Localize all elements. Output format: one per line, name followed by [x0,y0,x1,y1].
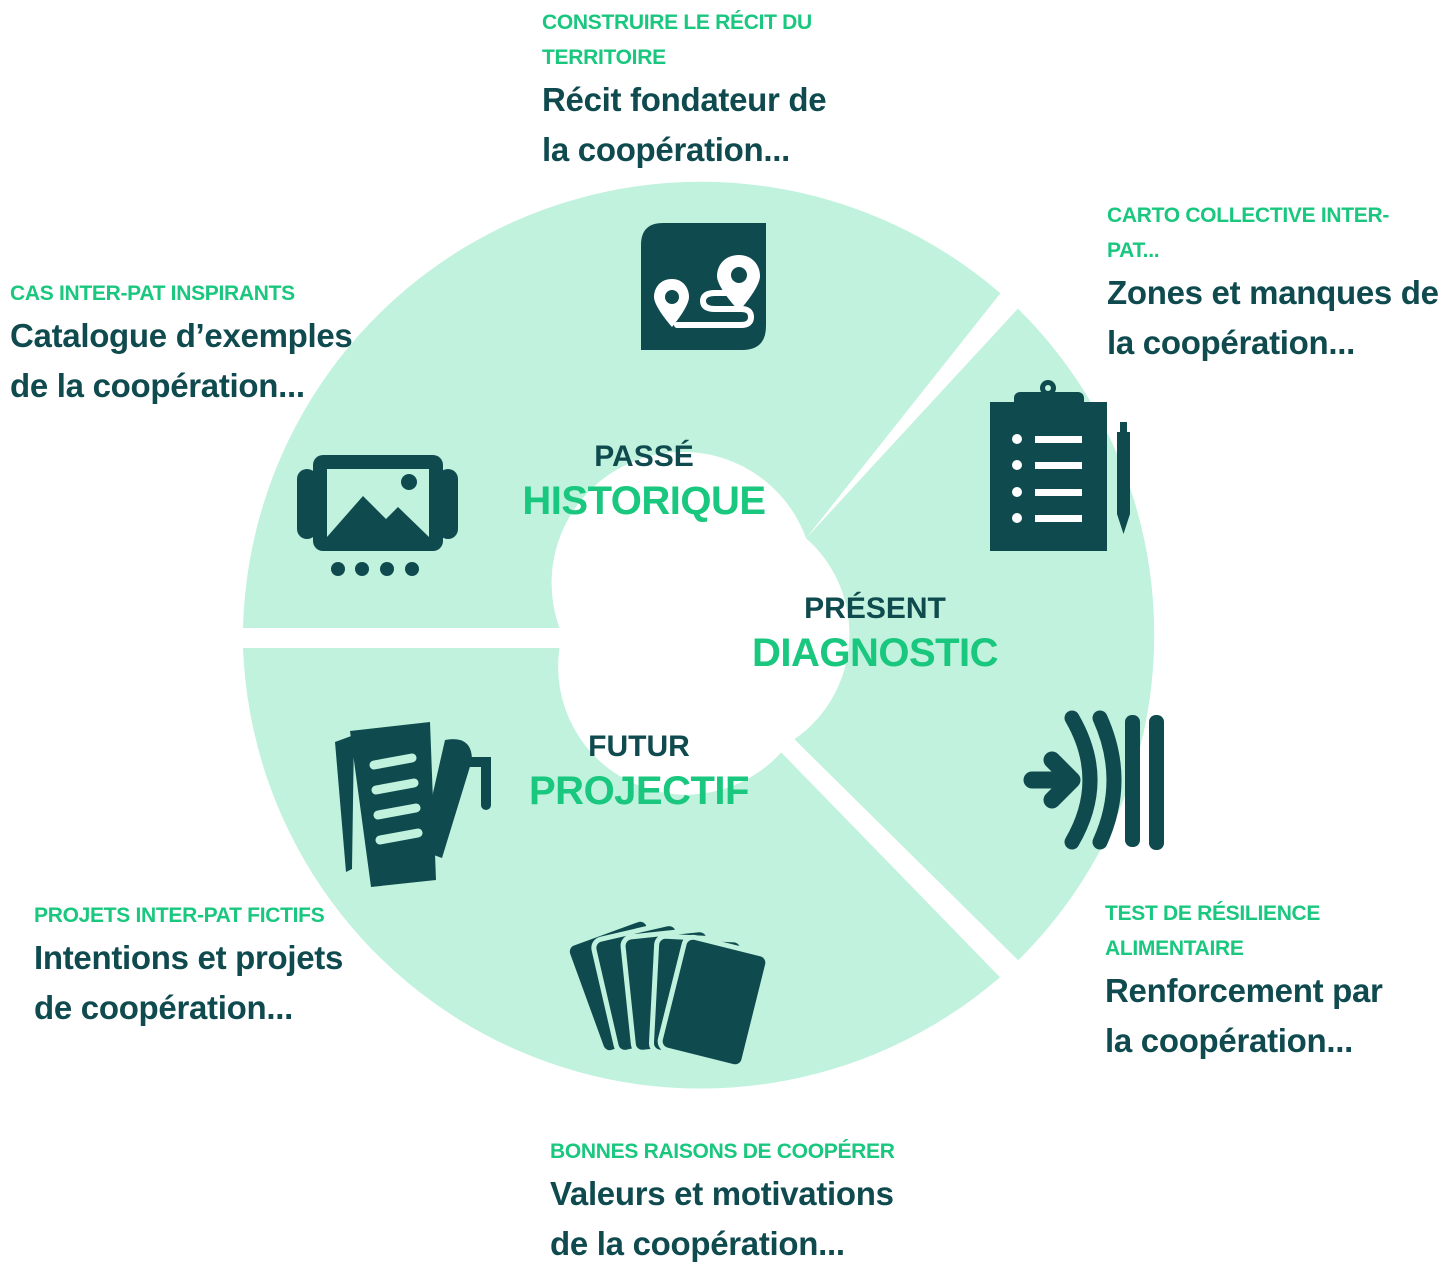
tool-projets-desc: Intentions et projets de coopération... [34,939,344,1026]
tool-test-desc: Renforcement par la coopération... [1105,972,1383,1059]
tool-raisons-desc: Valeurs et motivations de la coopération… [550,1175,894,1262]
tool-raisons[interactable]: BONNES RAISONS DE COOPÉRER Valeurs et mo… [550,1134,900,1269]
segment-future [243,648,1000,1089]
phase-present: PRÉSENT DIAGNOSTIC [725,590,1025,678]
tool-projets-kicker: PROJETS INTER-PAT FICTIFS [34,904,325,927]
phase-present-name: DIAGNOSTIC [751,631,999,675]
phase-future-name: PROJECTIF [529,769,749,813]
phase-past-time: PASSÉ [594,440,694,473]
tool-projets[interactable]: PROJETS INTER-PAT FICTIFS Intentions et … [34,898,349,1033]
phase-future: FUTUR PROJECTIF [489,728,789,816]
phase-present-time: PRÉSENT [804,592,946,625]
image-gallery-icon [297,455,458,576]
phase-past: PASSÉ HISTORIQUE [494,438,794,526]
tool-cas[interactable]: CAS INTER-PAT INSPIRANTS Catalogue d’exe… [10,276,355,411]
cards-fan-icon [564,916,771,1070]
tool-cas-desc: Catalogue d’exemples de la coopération..… [10,317,353,404]
documents-pen-icon [335,722,491,887]
tool-recit-kicker: CONSTRUIRE LE RÉCIT DU TERRITOIRE [542,11,812,69]
tool-carto-kicker: CARTO COLLECTIVE INTER-PAT... [1107,204,1390,262]
phase-future-time: FUTUR [588,730,690,763]
tool-carto-desc: Zones et manques de la coopération... [1107,274,1439,361]
clipboard-checklist-icon [990,380,1130,551]
tool-carto[interactable]: CARTO COLLECTIVE INTER-PAT... Zones et m… [1107,198,1439,368]
tool-raisons-kicker: BONNES RAISONS DE COOPÉRER [550,1140,895,1163]
tool-test[interactable]: TEST DE RÉSILIENCE ALIMENTAIRE Renforcem… [1105,896,1405,1066]
route-map-icon [641,223,766,350]
tool-cas-kicker: CAS INTER-PAT INSPIRANTS [10,282,295,305]
tool-test-kicker: TEST DE RÉSILIENCE ALIMENTAIRE [1105,902,1321,960]
tool-recit[interactable]: CONSTRUIRE LE RÉCIT DU TERRITOIRE Récit … [542,5,852,175]
phase-past-name: HISTORIQUE [522,479,766,523]
resilience-arrow-icon [1023,710,1164,850]
tool-recit-desc: Récit fondateur de la coopération... [542,81,827,168]
